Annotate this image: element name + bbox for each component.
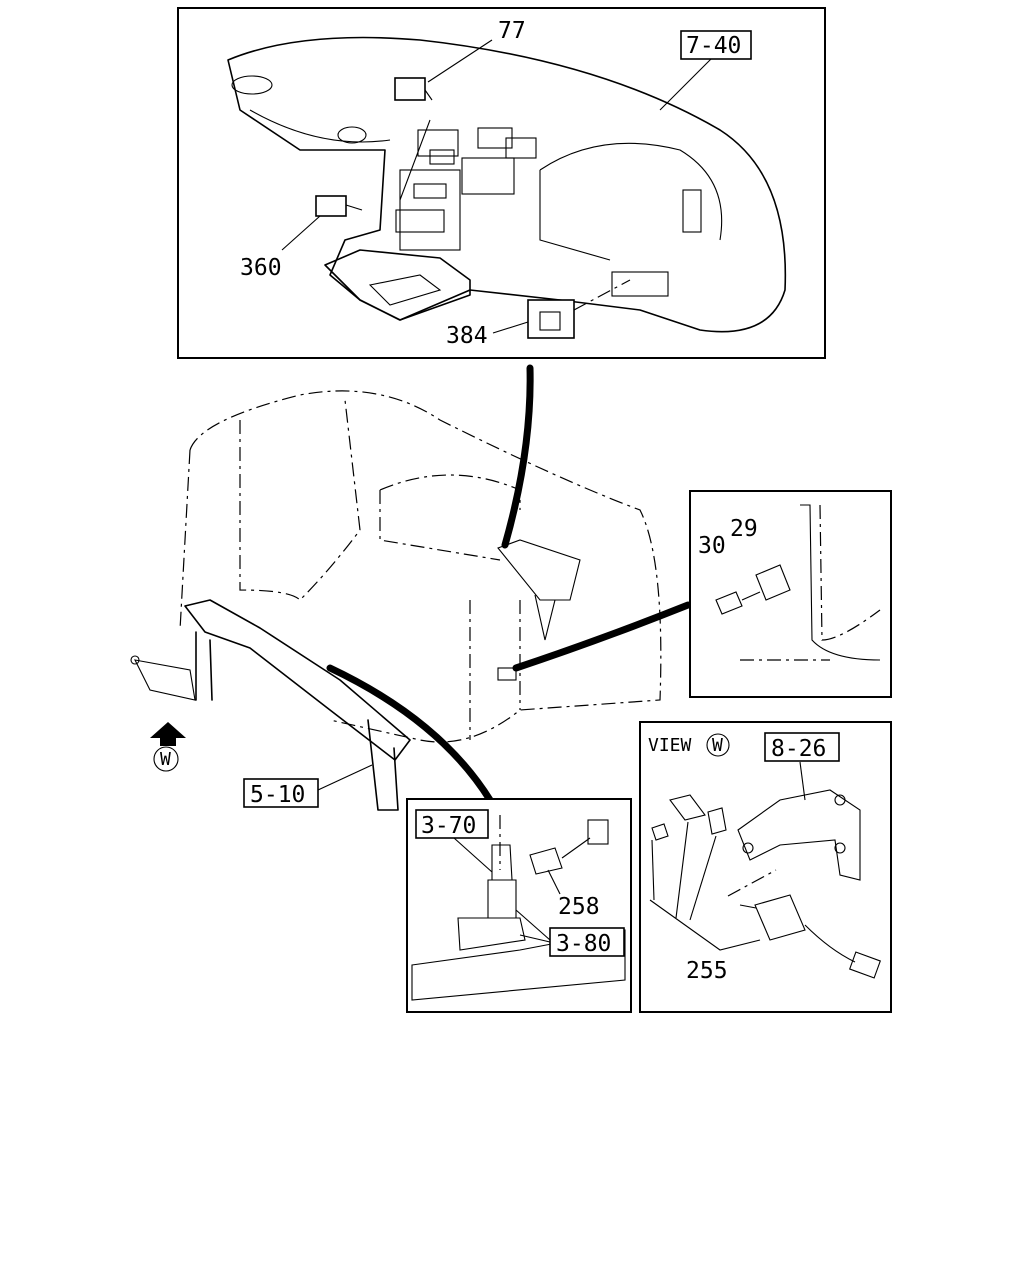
inset-door-frame [689, 490, 892, 698]
inset-pressure-switch: 3-70 258 3-80 [406, 798, 632, 1013]
vent-right [682, 189, 702, 233]
callout-255: 255 [686, 958, 728, 984]
switch-29 [755, 564, 791, 601]
connector-right [512, 601, 692, 672]
bolt-30 [715, 591, 743, 615]
callout-29: 29 [730, 516, 758, 542]
view-marker: W [712, 735, 723, 756]
ref-7-40: 7-40 [686, 33, 741, 59]
view-marker-circle [706, 733, 730, 757]
vent-center-right [505, 137, 537, 159]
bracket-8-26 [737, 789, 861, 881]
ref-box-3-70 [415, 809, 489, 839]
dashboard-frame [177, 7, 826, 359]
ref-8-26: 8-26 [771, 736, 826, 762]
ref-3-80: 3-80 [556, 931, 611, 957]
ref-5-10: 5-10 [250, 782, 305, 808]
inset-view-frame [639, 721, 892, 1013]
ref-box-7-40 [680, 30, 752, 60]
ref-box-8-26 [764, 732, 840, 762]
vent-left [231, 75, 273, 95]
vent-mid [337, 126, 367, 144]
callout-30: 30 [698, 533, 726, 559]
console [324, 249, 471, 321]
inset-door-switch: 30 29 [689, 490, 892, 698]
switch-255 [754, 894, 806, 941]
bolt [669, 794, 706, 821]
mount-block [457, 917, 526, 951]
dashboard-panel: 77 7-40 360 384 [177, 7, 826, 359]
sensor-bracket [134, 659, 196, 701]
ref-box-5-10 [243, 778, 319, 808]
cab-illustration: W 5-10 [130, 390, 692, 811]
bracket-label [497, 667, 517, 681]
callout-77: 77 [498, 18, 526, 44]
view-w-circle [153, 746, 179, 772]
marker-w: W [160, 749, 171, 770]
cab-outline [189, 390, 662, 743]
connector-lower [326, 664, 494, 804]
ref-3-70: 3-70 [421, 813, 476, 839]
screw [651, 823, 669, 841]
callout-360: 360 [240, 255, 282, 281]
nut [707, 807, 727, 835]
inset-view-w: VIEW W 8-26 255 [639, 721, 892, 1013]
switch-384 [527, 299, 575, 339]
frame-rail [184, 599, 411, 761]
base-plate [411, 929, 626, 1001]
switch-77 [394, 77, 426, 101]
connector-top [501, 364, 534, 549]
callout-384: 384 [446, 323, 488, 349]
ref-box-3-80 [549, 927, 625, 957]
steering-column [497, 539, 581, 601]
direction-arrow-icon [150, 722, 186, 746]
callout-258: 258 [558, 894, 600, 920]
dashboard-outline [227, 36, 787, 333]
switch-258 [529, 847, 563, 875]
switch-360 [315, 195, 347, 217]
view-label: VIEW [648, 735, 692, 756]
